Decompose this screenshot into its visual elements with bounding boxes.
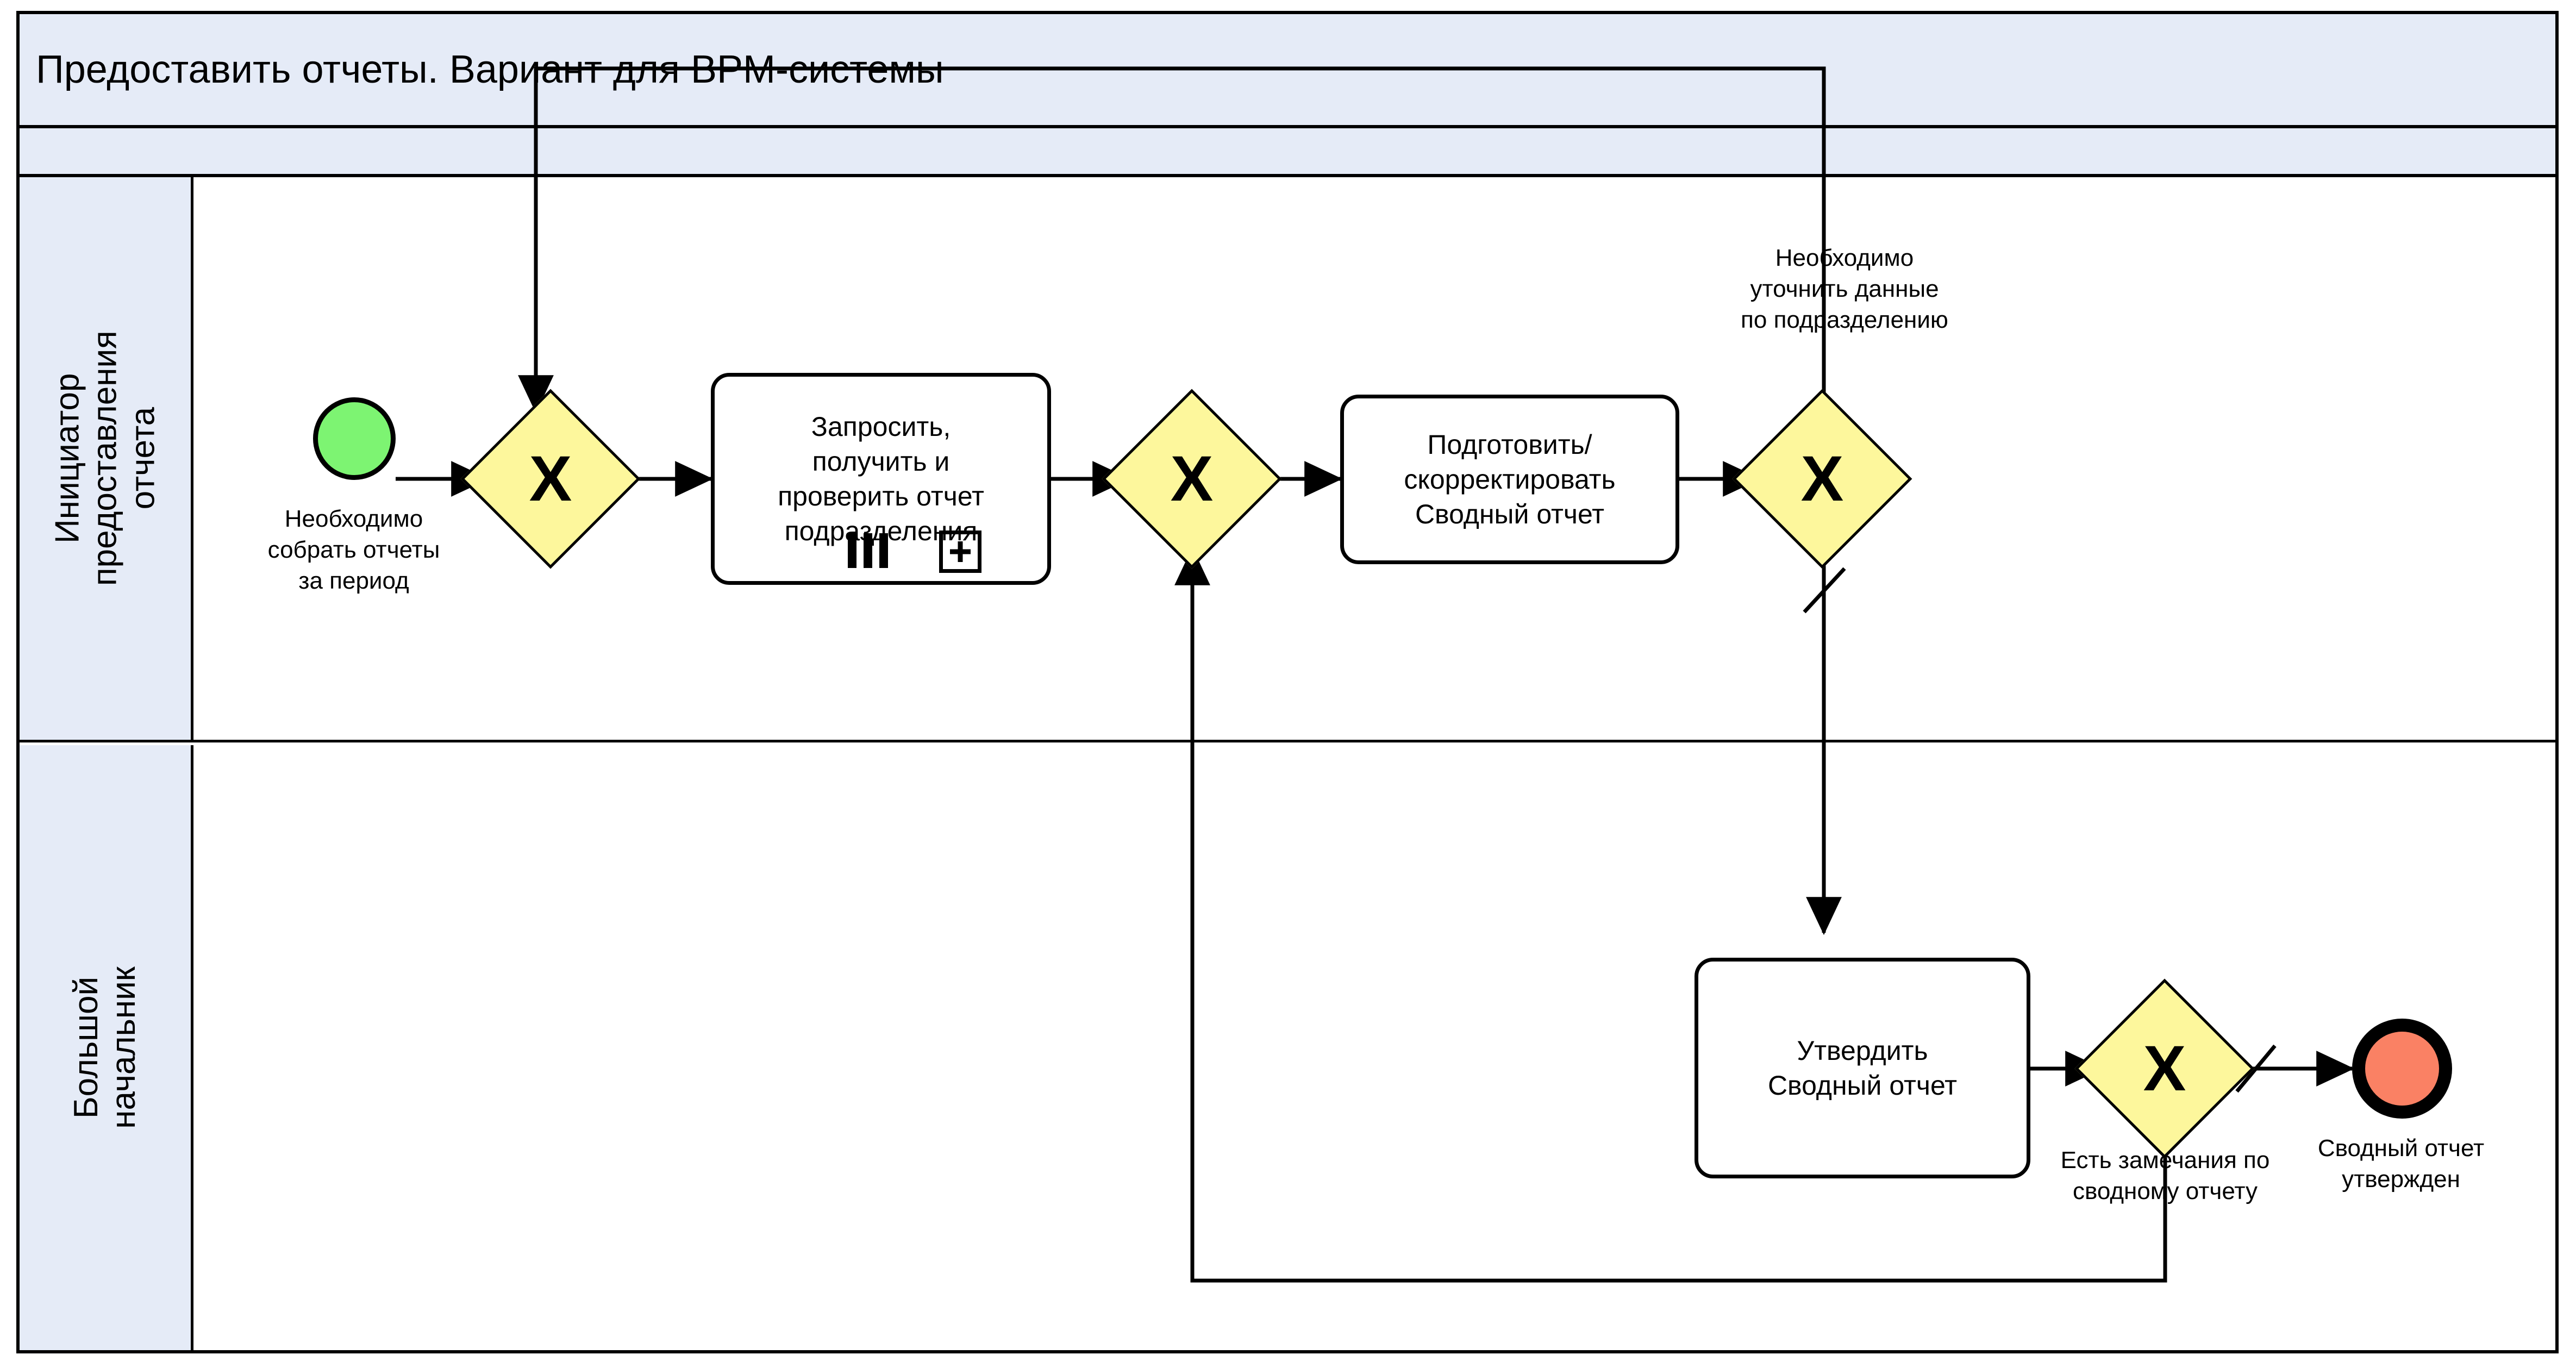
- flow-label-clarify: Необходимо уточнить данные по подразделе…: [1741, 245, 1948, 334]
- gateway-1-symbol: X: [529, 443, 572, 515]
- bpmn-pool: Предоставить отчеты. Вариант для BPM-сис…: [16, 11, 2559, 1353]
- pool-title-bar: Предоставить отчеты. Вариант для BPM-сис…: [20, 14, 2555, 128]
- end-event-caption: Сводный отчет утвержден: [2317, 1135, 2485, 1193]
- gateway-3[interactable]: X: [1732, 389, 1912, 569]
- pool-subheader-strip: [20, 128, 2555, 177]
- gateway-2-symbol: X: [1170, 443, 1214, 515]
- flow-label-remarks: Есть замечания по сводному отчету: [2060, 1147, 2270, 1205]
- start-event-caption: Необходимо собрать отчеты за период: [267, 505, 440, 595]
- task-prepare-summary-label: Подготовить/ скорректировать Сводный отч…: [1404, 429, 1616, 529]
- gateway-1[interactable]: X: [460, 389, 641, 569]
- lane-initiator-label: Инициатор предоставления отчета: [48, 330, 162, 586]
- lane-boss-label: Большой начальник: [67, 966, 143, 1129]
- multi-instance-parallel-icon: [848, 533, 888, 568]
- sub-process-expand-icon: [939, 530, 981, 573]
- gateway-2[interactable]: X: [1102, 389, 1282, 569]
- end-event[interactable]: [2352, 1019, 2452, 1119]
- gateway-3-symbol: X: [1800, 443, 1844, 515]
- task-approve-summary[interactable]: Утвердить Сводный отчет: [1695, 958, 2030, 1178]
- lane-boss-header: Большой начальник: [20, 745, 193, 1350]
- task-approve-summary-label: Утвердить Сводный отчет: [1767, 1035, 1958, 1101]
- gateway-4[interactable]: X: [2074, 978, 2255, 1159]
- task-prepare-summary[interactable]: Подготовить/ скорректировать Сводный отч…: [1340, 395, 1679, 564]
- lane-initiator-header: Инициатор предоставления отчета: [20, 177, 193, 740]
- start-event[interactable]: [313, 397, 396, 480]
- gateway-4-symbol: X: [2143, 1033, 2186, 1104]
- task-request-check-label: Запросить, получить и проверить отчет по…: [778, 411, 984, 546]
- lane-initiator: Инициатор предоставления отчета: [20, 177, 2555, 742]
- page-title: Предоставить отчеты. Вариант для BPM-сис…: [36, 48, 944, 91]
